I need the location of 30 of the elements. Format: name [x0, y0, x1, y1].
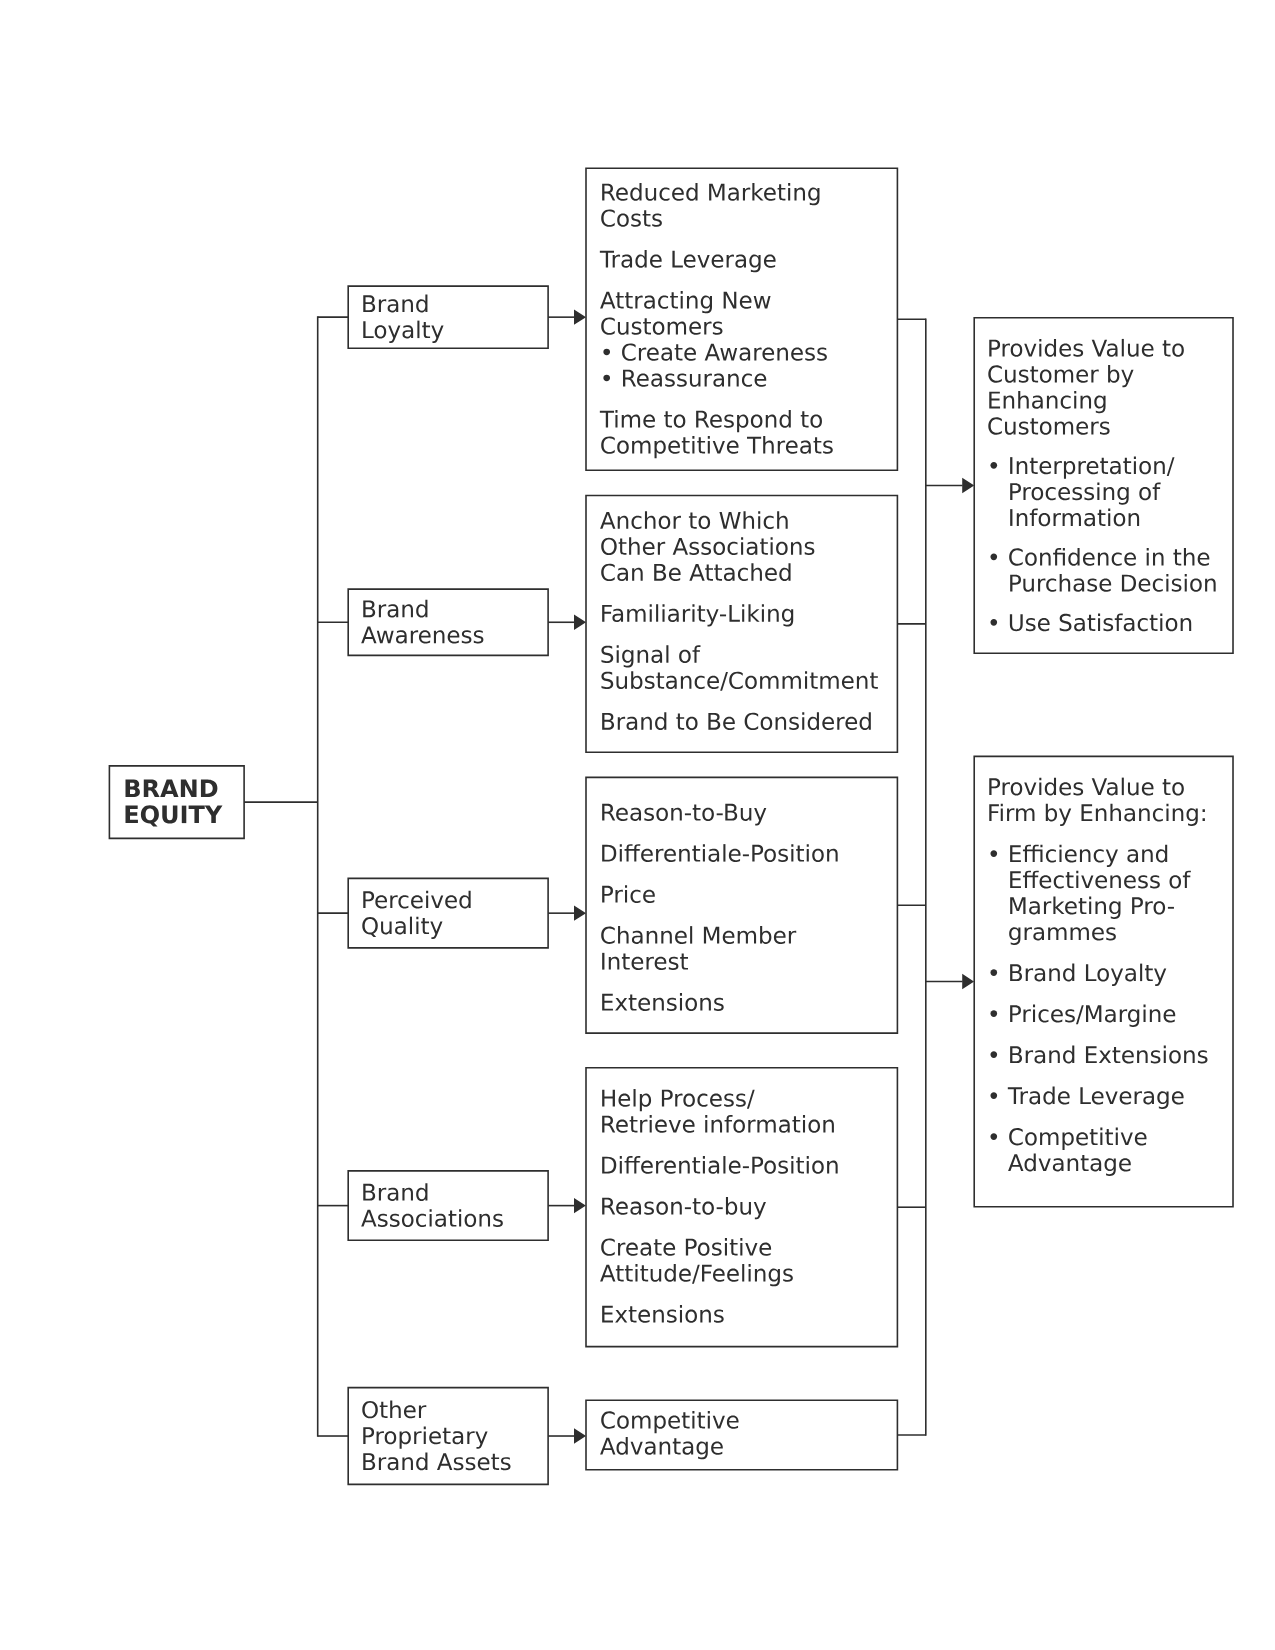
benefit-list-box: Help Process/ Retrieve information Differentiale-Position Reason-to-buy Create Positive Attitude/Feelings Extensions	[585, 1067, 899, 1348]
connector-line	[316, 621, 349, 624]
connector-line	[316, 1435, 349, 1437]
connector-line	[896, 623, 927, 625]
connector-line	[896, 318, 927, 321]
category-box: Brand Loyalty	[347, 285, 549, 349]
benefit-list-box: Competitive Advantage	[585, 1399, 899, 1471]
value-box: Provides Value to Customer by Enhancing Customers • Interpretation/ Processing of Information • Confidence in the Purchase Decision • Use Satisfaction	[973, 316, 1234, 655]
arrow	[547, 905, 586, 921]
connector-line	[316, 316, 319, 1437]
root-box: BRAND EQUITY	[108, 765, 245, 840]
connector-line	[896, 904, 927, 907]
connector-line	[896, 1206, 927, 1208]
connector-line	[925, 318, 927, 1436]
category-box: Perceived Quality	[347, 877, 549, 949]
benefit-list-box: Reduced Marketing Costs Trade Leverage Attracting New Customers • Create Awareness • Reassurance Time to Respond to Competitive Threats	[585, 167, 899, 471]
arrow	[547, 614, 586, 630]
category-box: Other Proprietary Brand Assets	[347, 1386, 549, 1486]
value-box: Provides Value to Firm by Enhancing: • Efficiency and Effectiveness of Marketing Pro- grammes • Brand Loyalty • Prices/Margine • Brand Extensions • Trade Leverage • Competitive Advantage	[973, 755, 1234, 1208]
arrow	[547, 309, 586, 325]
benefit-list-box: Reason-to-Buy Differentiale-Position Price Channel Member Interest Extensions	[585, 776, 899, 1034]
category-box: Brand Associations	[347, 1170, 549, 1242]
connector-line	[316, 912, 349, 914]
connector-line	[896, 1434, 927, 1436]
category-box: Brand Awareness	[347, 588, 549, 657]
connector-line	[316, 316, 349, 318]
arrow	[547, 1428, 586, 1444]
benefit-list-box: Anchor to Which Other Associations Can Be Attached Familiarity-Liking Signal of Substance/Commitment Brand to Be Considered	[585, 494, 899, 753]
connector-line	[316, 1204, 349, 1207]
connector-line	[243, 801, 319, 803]
